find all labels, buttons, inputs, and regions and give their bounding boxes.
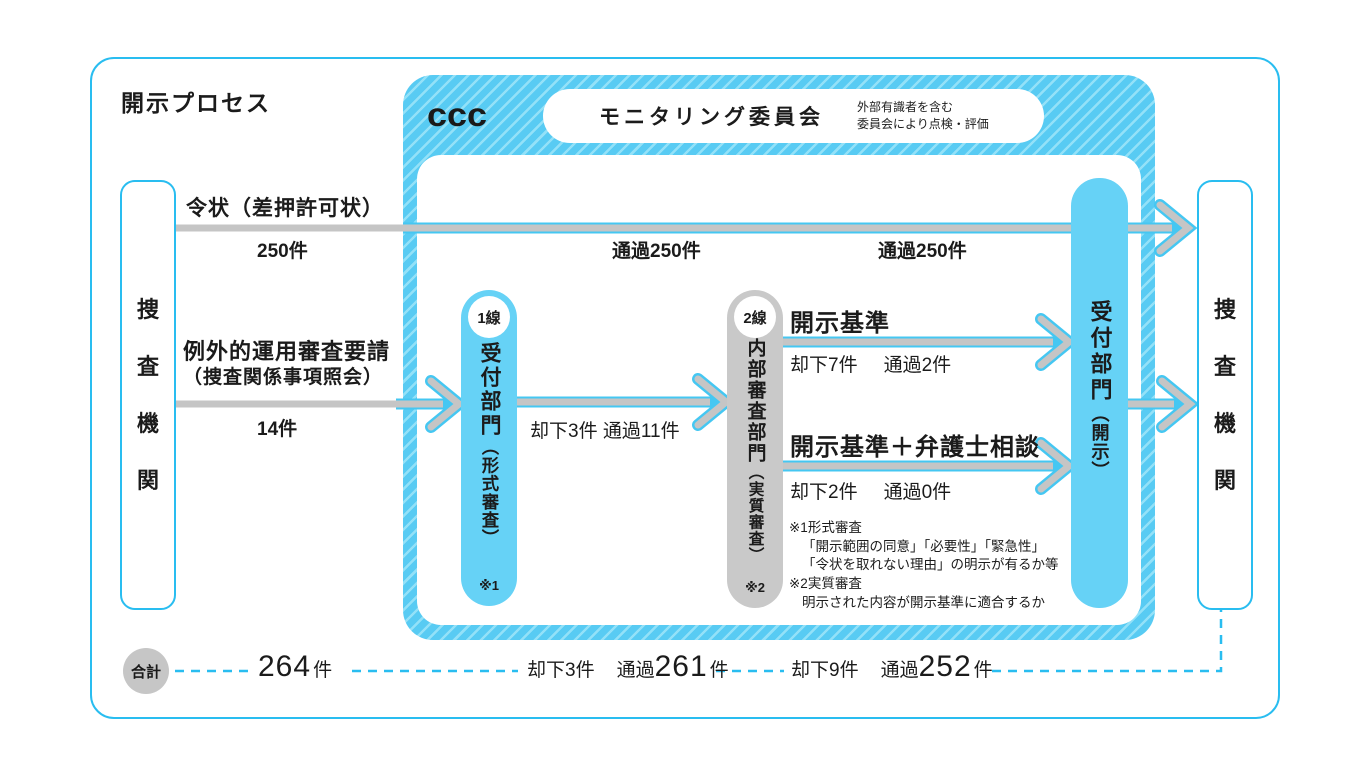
arrow-criteria-lawyer	[783, 437, 1079, 495]
total-pass-number: 252	[918, 650, 972, 683]
arrow-criteria	[783, 313, 1079, 371]
footnote-ref-2: ※2	[745, 580, 765, 595]
pill-sub: （形式審査）	[479, 438, 499, 548]
exceptional-request-count: 14件	[257, 419, 298, 440]
total-pass-number: 261	[654, 650, 708, 683]
total-pass-unit: 件	[973, 660, 993, 681]
footnotes: ※1形式審査 「開示範囲の同意」「必要性」「緊急性」 「令状を取れない理由」の明…	[789, 519, 1059, 612]
pill-name: 受付部門	[478, 342, 501, 438]
agency-left-label: 捜査機関	[136, 296, 159, 493]
total-pass-label: 通過	[880, 660, 919, 681]
warrant-flow-label: 令状（差押許可状）	[186, 197, 384, 220]
investigation-agency-box-left: 捜査機関	[120, 180, 176, 610]
arrow-stage1-out	[517, 373, 736, 431]
rejected-count: 却下3件	[530, 421, 598, 442]
internal-review-dept-pill: 2線 内部審査部門（実質審査） ※2	[727, 290, 783, 608]
pill-sub: （実質審査）	[746, 464, 764, 564]
criteria-lawyer-stats: 却下2件 通過0件	[790, 477, 951, 504]
committee-title: モニタリング委員会	[599, 106, 824, 129]
warrant-pass-mid: 通過250件	[612, 241, 701, 262]
totals-dashed-line	[175, 608, 1223, 673]
reception-dept-formal-pill: 1線 受付部門（形式審査） ※1	[461, 290, 517, 606]
footnote-ref-1: ※1	[479, 578, 499, 593]
arrow-exceptional	[172, 375, 469, 433]
total-rejected: 却下3件	[527, 660, 595, 681]
committee-note-line2: 委員会により点検・評価	[857, 117, 989, 131]
total-unit: 件	[313, 660, 333, 681]
footnote-line: 「開示範囲の同意」「必要性」「緊急性」	[802, 538, 1045, 554]
exceptional-request-label: 例外的運用審査要請	[183, 339, 391, 364]
footnote-line: ※1形式審査	[789, 520, 862, 535]
committee-note: 外部有識者を含む 委員会により点検・評価	[857, 99, 989, 134]
criteria-lawyer-label: 開示基準＋弁護士相談	[790, 434, 1040, 461]
pill-name: 内部審査部門	[744, 338, 766, 464]
warrant-count: 250件	[257, 241, 308, 262]
stage1-out-stats: 却下3件 通過11件	[530, 416, 680, 443]
investigation-agency-box-right: 捜査機関	[1197, 180, 1253, 610]
warrant-pass-right: 通過250件	[878, 241, 967, 262]
total-number: 264	[258, 650, 312, 683]
exceptional-request-sublabel: （捜査関係事項照会）	[183, 367, 384, 388]
footnote-line: ※2実質審査	[789, 575, 862, 591]
disclosure-criteria-label: 開示基準	[790, 310, 890, 337]
footnote-line: 明示された内容が開示基準に適合するか	[802, 594, 1045, 610]
criteria-stats: 却下7件 通過2件	[790, 350, 951, 377]
page-title: 開示プロセス	[121, 90, 271, 116]
reception-dept-formal-label: 受付部門（形式審査）	[474, 342, 504, 547]
line1-badge: 1線	[468, 296, 510, 338]
passed-count: 通過11件	[602, 421, 680, 442]
passed-count: 通過0件	[883, 482, 952, 503]
arrow-warrant	[172, 199, 1198, 257]
reception-dept-disclosure-label: 受付部門（開示）	[1084, 300, 1116, 480]
line2-badge: 2線	[734, 296, 776, 338]
committee-header-pill: モニタリング委員会 外部有識者を含む 委員会により点検・評価	[543, 89, 1044, 143]
total-pass-label: 通過	[616, 660, 655, 681]
pill-sub: （開示）	[1089, 404, 1110, 481]
reception-dept-disclosure-pill: 受付部門（開示）	[1071, 178, 1128, 608]
total-rejected: 却下9件	[791, 660, 859, 681]
pill-name: 受付部門	[1087, 300, 1113, 404]
rejected-count: 却下2件	[790, 482, 858, 503]
agency-right-label: 捜査機関	[1213, 296, 1236, 493]
ccc-logo: ccc	[427, 95, 488, 134]
internal-review-dept-label: 内部審査部門（実質審査）	[742, 338, 769, 563]
rejected-count: 却下7件	[790, 355, 858, 376]
committee-note-line1: 外部有識者を含む	[857, 99, 954, 114]
total-badge: 合計	[123, 648, 169, 694]
passed-count: 通過2件	[883, 355, 952, 376]
footnote-line: 「令状を取れない理由」の明示が有るか等	[802, 557, 1059, 573]
arrow-disclosure-out	[1128, 375, 1200, 433]
total-pass-unit: 件	[709, 660, 729, 681]
